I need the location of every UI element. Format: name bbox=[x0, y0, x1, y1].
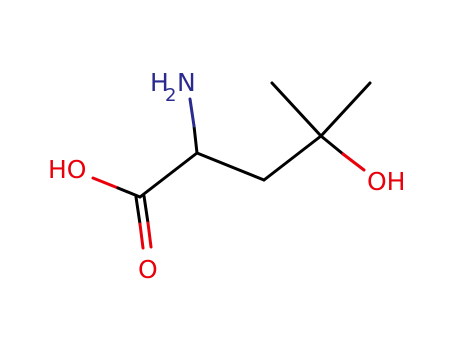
bond-methyl-left bbox=[270, 81, 323, 138]
atom-label-hydroxyl-right: OH bbox=[367, 167, 405, 196]
bond-layer bbox=[91, 81, 372, 250]
bond-alpha-amine-black bbox=[192, 124, 199, 155]
bond-methyl-right bbox=[319, 81, 372, 138]
atom-label-amine-n: N bbox=[177, 68, 196, 97]
bond-methylene-quaternary bbox=[262, 134, 323, 182]
bond-quaternary-hydroxyl-red bbox=[341, 152, 366, 172]
bond-carbonyl-a-red bbox=[138, 222, 145, 250]
atom-label-amine-h: H bbox=[150, 68, 169, 97]
bond-carboxyl-alpha bbox=[138, 151, 199, 199]
bond-alpha-methylene bbox=[195, 151, 266, 182]
atom-label-carbonyl-oxygen: O bbox=[138, 255, 158, 284]
atom-label-layer: HO O H 2 N OH bbox=[48, 68, 405, 284]
bond-quaternary-hydroxyl-black bbox=[319, 134, 345, 156]
atom-label-hydroxyl-left: HO bbox=[48, 155, 86, 184]
bond-hydroxyl-red bbox=[91, 176, 120, 190]
bond-alpha-amine-blue bbox=[188, 97, 196, 128]
bond-carbonyl-a-black bbox=[134, 195, 142, 226]
bond-carbonyl-b-black bbox=[142, 194, 150, 225]
bond-carbonyl-b-red bbox=[146, 221, 153, 249]
atom-label-amine-subscript: 2 bbox=[165, 85, 176, 106]
bond-hydroxyl-black bbox=[116, 186, 142, 199]
